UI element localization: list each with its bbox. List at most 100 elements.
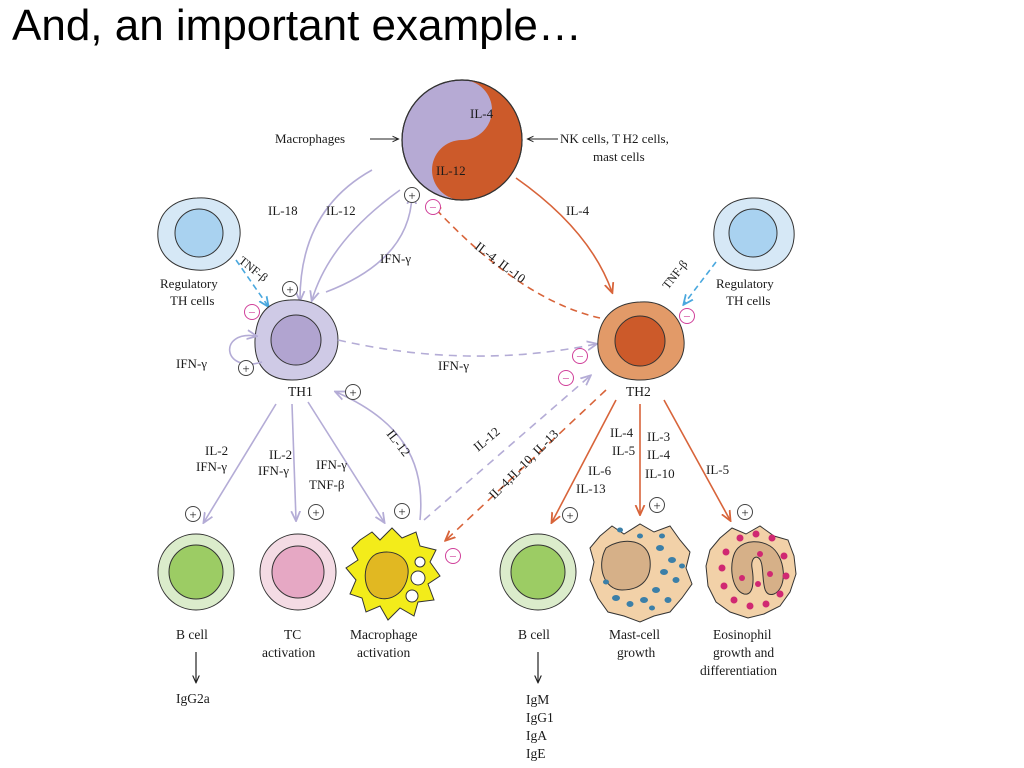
svg-text:+: + <box>566 508 573 523</box>
il12-mac-to-th1-arrow <box>336 392 422 521</box>
tc-caption-1: TC <box>284 627 301 642</box>
svg-text:−: − <box>248 305 255 320</box>
il18-arrow <box>300 169 373 300</box>
mast-caption-2: growth <box>617 645 655 660</box>
reg-right-label-line1: Regulatory <box>716 276 774 291</box>
th2-label: TH2 <box>626 384 651 399</box>
th1-to-bcell-arrow <box>204 403 277 522</box>
plus-marker-bcell1: + <box>185 506 201 522</box>
svg-text:+: + <box>408 188 415 203</box>
il4-il10-diag-label: IL-4, IL-10 <box>472 238 528 286</box>
reg-left-label-line1: Regulatory <box>160 276 218 291</box>
igg1-label: IgG1 <box>526 710 554 725</box>
il12-from-mac-label: IL-12 <box>384 427 414 460</box>
svg-text:−: − <box>429 200 436 215</box>
reg-left-label-line2: TH cells <box>170 293 214 308</box>
th1-mac-label-2: TNF-β <box>309 477 345 492</box>
il12-lower-diag-label: IL-12 <box>470 424 502 455</box>
plus-marker-mac: + <box>394 503 410 519</box>
ige-label: IgE <box>526 746 546 761</box>
il4-il10-inhibit-arrow <box>432 205 601 319</box>
bcell1-caption: B cell <box>176 627 208 642</box>
ifng-to-il12-arrow <box>325 195 412 293</box>
ifng-th1-to-th2-arrow <box>337 339 596 357</box>
bcell-th2-target <box>499 533 577 611</box>
nk-source-label-line2: mast cells <box>593 149 645 164</box>
plus-marker-th1-right: + <box>345 384 361 400</box>
eos-caption-2: growth and <box>713 645 774 660</box>
minus-marker-th2-lower: − <box>558 370 574 386</box>
svg-text:+: + <box>242 361 249 376</box>
mast-caption-1: Mast-cell <box>609 627 660 642</box>
svg-text:+: + <box>286 282 293 297</box>
il4-center-label: IL-4 <box>470 106 494 121</box>
th1-b-label-2: IFN-γ <box>196 459 227 474</box>
regulatory-th-cell-right <box>713 197 795 271</box>
tc-caption-2: activation <box>262 645 315 660</box>
eos-caption-1: Eosinophil <box>713 627 772 642</box>
plus-marker-th1-top: + <box>282 281 298 297</box>
mast-cell <box>589 523 693 623</box>
igm-label: IgM <box>526 692 549 707</box>
svg-text:+: + <box>189 507 196 522</box>
eos-caption-3: differentiation <box>700 663 777 678</box>
minus-marker-mac: − <box>445 548 461 564</box>
bcell2-caption: B cell <box>518 627 550 642</box>
regulatory-th-cell-left <box>157 197 241 271</box>
plus-marker-mast: + <box>649 497 665 513</box>
th2-b-label-3: IL-6 <box>588 463 612 478</box>
th2-cell <box>597 301 685 381</box>
plus-marker-eos: + <box>737 504 753 520</box>
th1-tc-label-1: IL-2 <box>269 447 292 462</box>
plus-marker-loop: + <box>238 360 254 376</box>
slide-title: And, an important example… <box>12 1 582 50</box>
th2-mast-label-2: IL-4 <box>647 447 671 462</box>
svg-text:+: + <box>312 505 319 520</box>
il12-mac-to-th2-arrow <box>423 376 590 521</box>
svg-text:−: − <box>562 371 569 386</box>
mac-caption-1: Macrophage <box>350 627 417 642</box>
reg-right-label-line2: TH cells <box>726 293 770 308</box>
mac-caption-2: activation <box>357 645 410 660</box>
il4-right-label: IL-4 <box>566 203 590 218</box>
minus-marker-th1-left: − <box>244 304 260 320</box>
ifng-mid-label: IFN-γ <box>438 358 469 373</box>
il12-center-label: IL-12 <box>436 163 466 178</box>
il12-to-th1-arrow <box>312 189 401 300</box>
th2-to-eosinophil-arrow <box>663 399 730 520</box>
svg-text:−: − <box>449 549 456 564</box>
minus-marker-th2-ifng: − <box>572 348 588 364</box>
il4-to-th2-arrow <box>515 177 612 292</box>
th2-to-bcell-arrow <box>552 399 617 522</box>
iga-label: IgA <box>526 728 547 743</box>
plus-marker-center: + <box>404 187 420 203</box>
th2-eos-label: IL-5 <box>706 462 729 477</box>
nk-source-label-line1: NK cells, T H2 cells, <box>560 131 669 146</box>
th1-label: TH1 <box>288 384 313 399</box>
plus-marker-bcell2: + <box>562 507 578 523</box>
eosinophil <box>705 525 797 619</box>
th1-to-tc-arrow <box>292 403 296 520</box>
th1-to-macrophage-arrow <box>307 401 384 522</box>
il4-il12-yin-yang: IL-4 IL-12 <box>401 79 523 201</box>
igg2a-label: IgG2a <box>176 691 210 706</box>
th1-b-label-1: IL-2 <box>205 443 228 458</box>
th2-mast-label-3: IL-10 <box>645 466 675 481</box>
tnfb-right-arrow <box>684 261 717 304</box>
svg-text:−: − <box>683 309 690 324</box>
minus-marker-center: − <box>425 199 441 215</box>
macrophages-source-label: Macrophages <box>275 131 345 146</box>
th1-tc-label-2: IFN-γ <box>258 463 289 478</box>
bcell-th1-target <box>157 533 235 611</box>
plus-marker-tc: + <box>308 504 324 520</box>
svg-text:+: + <box>398 504 405 519</box>
ifng-up-label: IFN-γ <box>380 251 411 266</box>
tnfb-right-label: TNF-β <box>659 257 690 291</box>
th1-cell <box>254 299 339 381</box>
svg-text:+: + <box>653 498 660 513</box>
activated-macrophage <box>345 527 441 621</box>
th2-mast-label-1: IL-3 <box>647 429 670 444</box>
il18-label: IL-18 <box>268 203 298 218</box>
svg-text:−: − <box>576 349 583 364</box>
